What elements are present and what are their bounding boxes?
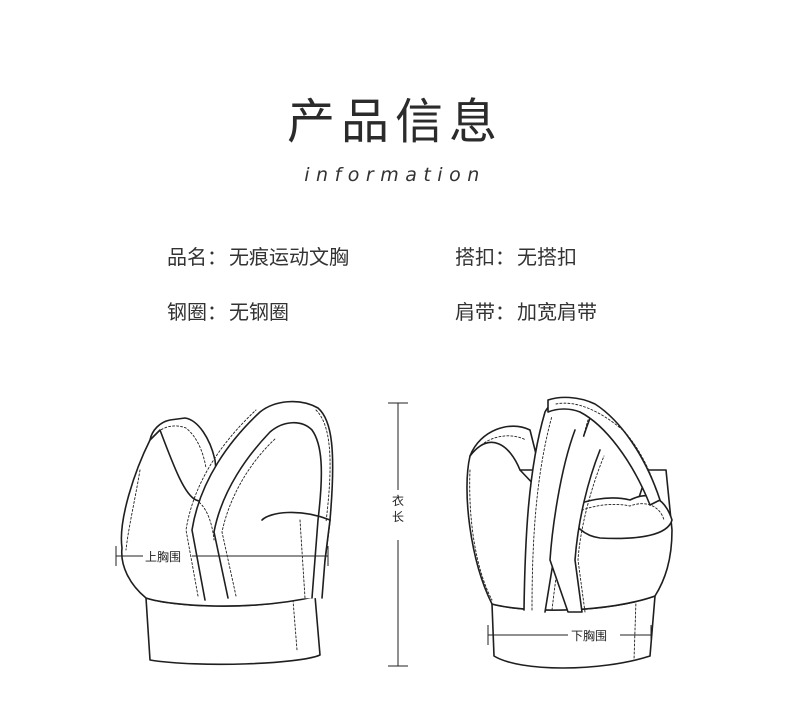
spec-label: 品名: [167, 245, 227, 269]
length-label-1: 衣: [392, 493, 404, 508]
spec-label: 搭扣: [455, 245, 515, 269]
spec-underwire: 钢圈无钢圈: [167, 298, 289, 326]
spec-product-name: 品名无痕运动文胸: [167, 243, 349, 271]
length-measure: [388, 402, 408, 667]
spec-clasp: 搭扣无搭扣: [455, 243, 577, 271]
under-bust-label: 下胸围: [571, 628, 607, 643]
upper-bust-label: 上胸围: [145, 549, 181, 564]
spec-value: 加宽肩带: [517, 300, 597, 324]
spec-strap: 肩带加宽肩带: [455, 298, 597, 326]
under-bust-measure: [487, 625, 652, 645]
spec-value: 无搭扣: [517, 245, 577, 269]
bra-back-view: [466, 396, 673, 669]
bra-front-view: [120, 400, 334, 666]
spec-label: 肩带: [455, 300, 515, 324]
spec-label: 钢圈: [167, 300, 227, 324]
page-title: 产品信息: [286, 94, 503, 150]
spec-value: 无痕运动文胸: [229, 245, 349, 269]
upper-bust-measure: [115, 546, 329, 566]
length-label-2: 长: [392, 510, 404, 524]
spec-value: 无钢圈: [229, 300, 289, 324]
page-subtitle: information: [304, 164, 486, 186]
